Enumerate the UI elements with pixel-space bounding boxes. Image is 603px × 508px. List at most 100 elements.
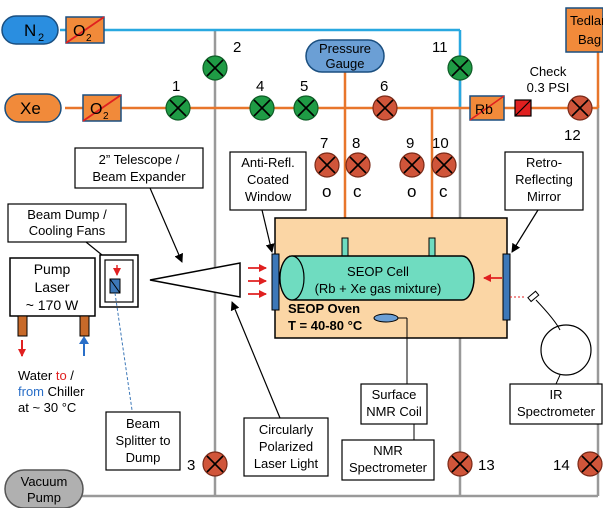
surface-coil: [373, 313, 399, 323]
svg-text:7: 7: [320, 135, 328, 152]
tedlar-bag: Tedlar Bag: [565, 7, 603, 53]
chiller-text: Water to / from Chiller at ~ 30 °C: [18, 368, 85, 415]
svg-text:NMR: NMR: [373, 443, 403, 458]
beam-dump: [99, 254, 139, 411]
ir-spec-label: IR Spectrometer: [509, 383, 603, 425]
cell-label-1: SEOP Cell: [347, 264, 409, 279]
svg-text:o: o: [407, 182, 416, 201]
retro-label: Retro- Reflecting Mirror: [504, 151, 584, 253]
svg-text:from Chiller: from Chiller: [18, 384, 85, 399]
valve-10: 10 c: [431, 135, 457, 201]
ir-fiber: [527, 290, 592, 385]
svg-text:3: 3: [187, 457, 195, 474]
xe-label: Xe: [20, 99, 41, 118]
valve-2: 2: [202, 39, 241, 81]
svg-text:4: 4: [256, 78, 264, 95]
svg-text:Retro-: Retro-: [526, 155, 562, 170]
n2-label: N: [24, 21, 36, 40]
svg-text:Cooling Fans: Cooling Fans: [29, 223, 106, 238]
xe-source: Xe: [4, 93, 62, 123]
pump-laser: Pump Laser ~ 170 W: [9, 257, 96, 337]
gauge-label-2: Gauge: [325, 56, 364, 71]
svg-text:Mirror: Mirror: [527, 189, 562, 204]
svg-text:Beam Expander: Beam Expander: [92, 169, 186, 184]
retro-mirror: [502, 253, 511, 321]
valve-12: 12: [564, 95, 593, 144]
o2-subscript: 2: [86, 33, 92, 44]
svg-text:6: 6: [380, 78, 388, 95]
laser-label-1: Pump: [34, 261, 71, 277]
window-label: Anti-Refl. Coated Window: [229, 151, 307, 253]
svg-text:10: 10: [432, 135, 449, 152]
svg-text:Reflecting: Reflecting: [515, 172, 573, 187]
valve-7: 7o: [314, 135, 340, 201]
svg-text:9: 9: [406, 135, 414, 152]
oven-label-2: T = 40-80 °C: [288, 318, 363, 333]
check-valve: Check 0.3 PSI: [514, 64, 570, 117]
svg-text:Spectrometer: Spectrometer: [349, 460, 428, 475]
svg-text:Window: Window: [245, 189, 292, 204]
o2-filter-n2: O 2: [65, 16, 105, 44]
svg-text:Spectrometer: Spectrometer: [517, 404, 596, 419]
check-label-1: Check: [530, 64, 567, 79]
svg-text:c: c: [439, 182, 448, 201]
cell-stem-right: [428, 237, 436, 257]
svg-text:12: 12: [564, 127, 581, 144]
svg-text:14: 14: [553, 457, 570, 474]
svg-text:Water to /: Water to /: [18, 368, 74, 383]
n2-subscript: 2: [38, 32, 44, 44]
o2-label: O: [90, 101, 102, 118]
telescope-label: 2” Telescope / Beam Expander: [74, 147, 204, 263]
check-label-2: 0.3 PSI: [527, 80, 570, 95]
circ-pol-label: Circularly Polarized Laser Light: [230, 301, 329, 477]
svg-text:5: 5: [300, 78, 308, 95]
svg-text:8: 8: [352, 135, 360, 152]
valve-11: 11: [432, 39, 473, 81]
laser-arrows: [248, 264, 502, 298]
valve-9: 9o: [399, 135, 425, 201]
oven-label-1: SEOP Oven: [288, 301, 360, 316]
o2-label: O: [73, 23, 85, 40]
svg-text:Surface: Surface: [372, 387, 417, 402]
svg-text:Splitter to: Splitter to: [116, 433, 171, 448]
surface-coil-label: Surface NMR Coil: [360, 317, 428, 425]
laser-label-3: ~ 170 W: [26, 297, 79, 313]
svg-text:2: 2: [233, 39, 241, 56]
anti-refl-window: [271, 253, 280, 311]
rb-label: Rb: [475, 101, 493, 117]
pressure-gauge: Pressure Gauge: [305, 39, 385, 73]
svg-text:Polarized: Polarized: [259, 439, 313, 454]
valve-4: 4: [249, 78, 275, 121]
o2-filter-xe: O 2: [82, 94, 122, 122]
beam-dump-label: Beam Dump / Cooling Fans: [7, 203, 127, 256]
svg-text:Anti-Refl.: Anti-Refl.: [241, 155, 294, 170]
o2-subscript: 2: [103, 111, 109, 122]
tedlar-label-2: Bag: [578, 32, 601, 47]
svg-text:Circularly: Circularly: [259, 422, 314, 437]
valve-6: 6: [372, 78, 398, 121]
valve-3: 3: [187, 451, 228, 477]
seop-cell: SEOP Cell (Rb + Xe gas mixture): [279, 255, 475, 301]
svg-text:c: c: [353, 182, 362, 201]
svg-text:Beam: Beam: [126, 416, 160, 431]
valve-14: 14: [553, 451, 603, 477]
cell-stem-left: [341, 237, 349, 257]
svg-text:11: 11: [432, 39, 448, 56]
svg-text:at ~ 30 °C: at ~ 30 °C: [18, 400, 76, 415]
rb-trap: Rb: [469, 95, 505, 121]
svg-text:NMR Coil: NMR Coil: [366, 404, 422, 419]
svg-text:2” Telescope /: 2” Telescope /: [99, 152, 180, 167]
gauge-label-1: Pressure: [319, 41, 371, 56]
svg-text:IR: IR: [550, 387, 563, 402]
svg-text:Laser Light: Laser Light: [254, 456, 319, 471]
valve-8: 8c: [345, 135, 371, 201]
xe-line: [65, 50, 600, 240]
n2-source: N 2: [1, 15, 59, 45]
svg-text:1: 1: [172, 78, 180, 95]
telescope: [149, 262, 241, 298]
nmr-spec-label: NMR Spectrometer: [341, 424, 435, 481]
beam-splitter-label: Beam Splitter to Dump: [105, 411, 181, 471]
svg-text:13: 13: [478, 457, 495, 474]
valve-13: 13: [447, 451, 495, 477]
